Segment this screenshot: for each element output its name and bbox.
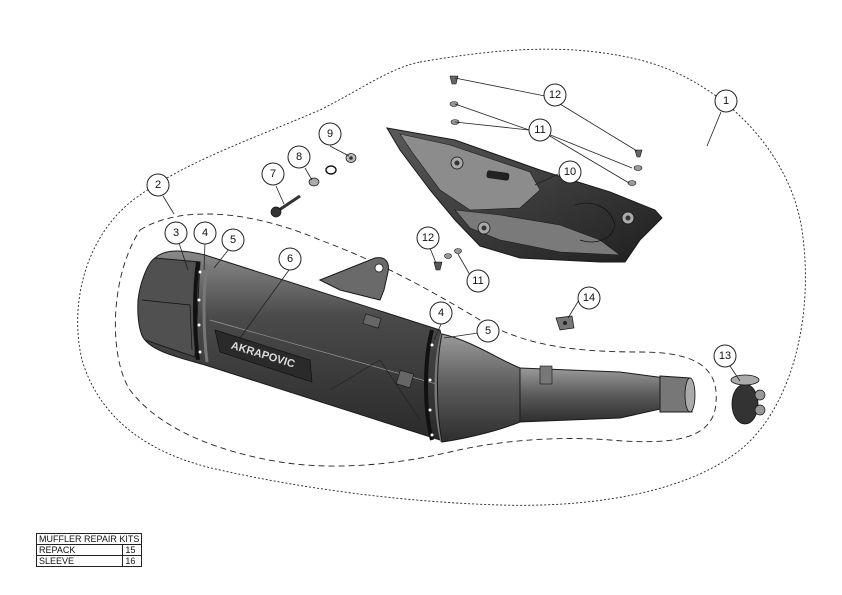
svg-text:12: 12	[549, 89, 561, 101]
assembly-boundary-muffler	[115, 213, 717, 467]
svg-text:5: 5	[485, 325, 491, 337]
repair-kits-header-row: MUFFLER REPAIR KITS	[35, 533, 143, 545]
callout-8: 8	[287, 145, 311, 169]
callout-4-rear: 4	[429, 301, 453, 325]
svg-text:8: 8	[296, 151, 302, 163]
callout-5-rear: 5	[476, 319, 500, 343]
svg-text:9: 9	[327, 128, 333, 140]
callout-7: 7	[261, 162, 285, 186]
assembly-boundary-outer	[77, 48, 806, 506]
callout-4-front: 4	[193, 221, 217, 245]
table-row: REPACK 15	[35, 544, 143, 556]
svg-text:3: 3	[173, 227, 179, 239]
callout-6: 6	[278, 247, 302, 271]
kit-label: REPACK	[35, 544, 124, 556]
clip-nut	[555, 315, 575, 331]
callout-1: 1	[714, 89, 738, 113]
muffler: AKRAPOVIC	[137, 250, 696, 443]
svg-text:11: 11	[534, 124, 545, 136]
mounting-bolt-set	[270, 153, 357, 218]
callout-14: 14	[577, 286, 601, 310]
heat-shield	[386, 127, 663, 263]
svg-text:13: 13	[719, 350, 731, 362]
shield-screws-mid	[433, 248, 462, 271]
callout-11-mid: 11	[466, 269, 490, 293]
repair-kits-table: MUFFLER REPAIR KITS REPACK 15 SLEEVE 16	[35, 533, 143, 567]
svg-text:10: 10	[564, 166, 576, 178]
leader-lines	[162, 77, 741, 382]
svg-text:4: 4	[202, 227, 208, 239]
callout-11-top: 11	[528, 118, 552, 142]
link-pipe-clamp	[730, 374, 766, 425]
svg-text:1: 1	[723, 95, 729, 107]
shield-screws-top	[449, 75, 643, 186]
svg-text:6: 6	[287, 253, 293, 265]
svg-text:5: 5	[230, 234, 236, 246]
table-row: SLEEVE 16	[35, 555, 143, 567]
repair-kits-title: MUFFLER REPAIR KITS	[35, 533, 143, 545]
svg-text:7: 7	[270, 168, 276, 180]
callout-5-front: 5	[221, 228, 245, 252]
svg-text:4: 4	[438, 307, 444, 319]
callout-2: 2	[146, 173, 170, 197]
svg-text:12: 12	[422, 232, 434, 244]
kit-number: 15	[122, 544, 143, 556]
svg-text:2: 2	[155, 179, 161, 191]
callout-3: 3	[164, 221, 188, 245]
kit-number: 16	[122, 555, 143, 567]
svg-text:14: 14	[583, 292, 595, 304]
callout-12-mid: 12	[416, 226, 440, 250]
svg-text:11: 11	[472, 275, 483, 287]
callout-10: 10	[558, 160, 582, 184]
callout-13: 13	[713, 344, 737, 368]
callout-12-top: 12	[543, 83, 567, 107]
callout-9: 9	[318, 122, 342, 146]
kit-label: SLEEVE	[35, 555, 124, 567]
